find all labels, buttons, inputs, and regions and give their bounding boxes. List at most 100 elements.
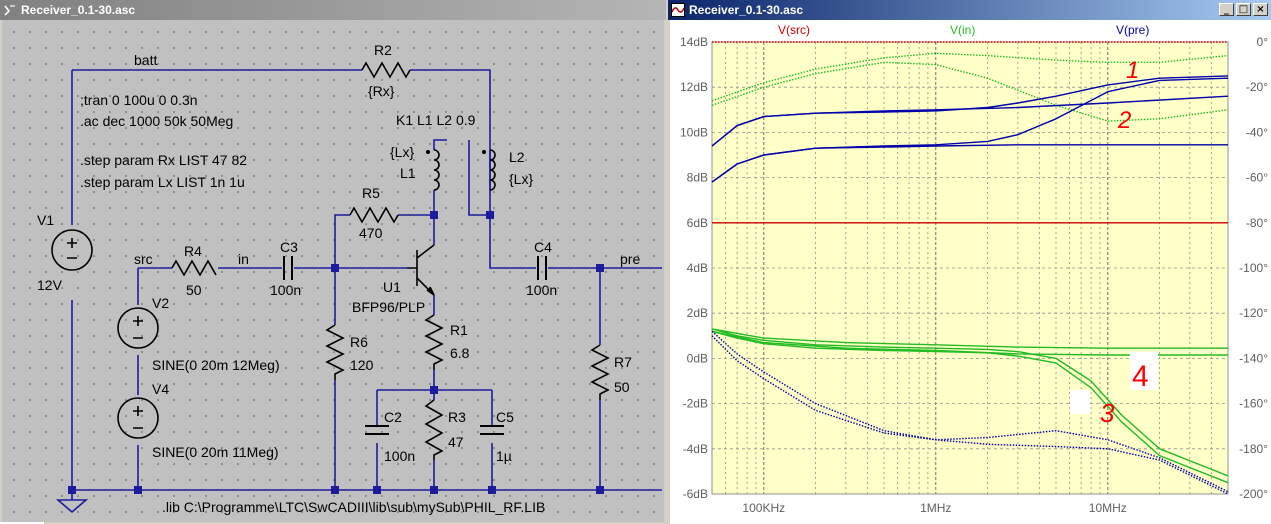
schematic-wires	[71, 69, 662, 491]
u1-value: BFP96/PLP	[352, 299, 425, 315]
annotation-3-bg	[1070, 390, 1090, 414]
capacitor-c2-symbol[interactable]	[365, 425, 389, 435]
waveform-icon	[671, 3, 685, 17]
minimize-button[interactable]: _	[1219, 3, 1234, 16]
c3-name: C3	[280, 239, 298, 255]
maximize-button[interactable]: □	[1236, 3, 1251, 16]
annotation-4: 4	[1132, 360, 1149, 393]
schematic-scrollbar[interactable]	[0, 522, 44, 524]
r4-name: R4	[184, 243, 202, 259]
l1-name: L1	[400, 165, 416, 181]
c4-name: C4	[534, 239, 552, 255]
trace-vin-phase	[711, 61, 1229, 122]
plot-titlebar[interactable]: Receiver_0.1-30.asc _ □ ×	[668, 0, 1271, 20]
l1-value: {Lx}	[390, 144, 414, 160]
resistor-r2-symbol[interactable]	[361, 61, 411, 79]
netlabel-pre: pre	[620, 251, 640, 267]
l2-value: {Lx}	[509, 171, 533, 187]
c2-name: C2	[384, 409, 402, 425]
resistor-r6-symbol[interactable]	[325, 324, 345, 380]
y-tick-label-left: 6dB	[687, 216, 708, 230]
v2-value: SINE(0 20m 12Meg)	[152, 357, 280, 373]
trace-label-src[interactable]: V(src)	[778, 23, 810, 37]
y-tick-label-right: -100°	[1239, 261, 1268, 275]
inductor-l2-symbol[interactable]	[489, 149, 496, 191]
schematic-titlebar[interactable]: Receiver_0.1-30.asc	[0, 0, 666, 20]
y-tick-label-right: -180°	[1239, 442, 1268, 456]
directive-step-lx[interactable]: .step param Lx LIST 1n 1u	[80, 174, 245, 190]
resistor-r7-symbol[interactable]	[590, 344, 610, 400]
v1-value: 12V	[37, 277, 63, 293]
x-tick-label: 1MHz	[920, 501, 951, 515]
source-v1-symbol[interactable]	[51, 229, 93, 271]
netlabel-batt: batt	[134, 52, 157, 68]
capacitor-c5-symbol[interactable]	[480, 425, 504, 435]
resistor-r5-symbol[interactable]	[349, 206, 399, 224]
capacitor-c3-symbol[interactable]	[283, 256, 293, 280]
y-tick-label-left: 10dB	[680, 125, 708, 139]
plot-grid	[711, 41, 1229, 495]
transistor-u1-symbol[interactable]	[407, 244, 435, 296]
ground-icon	[55, 490, 89, 514]
schematic-window: Receiver_0.1-30.asc	[0, 0, 666, 524]
v4-name: V4	[152, 381, 169, 397]
l1-dot	[426, 150, 430, 154]
schematic-canvas[interactable]: batt src in pre ;tran 0 100u 0 0.3n .ac …	[2, 20, 664, 522]
directive-ac[interactable]: .ac dec 1000 50k 50Meg	[80, 113, 233, 129]
v2-name: V2	[152, 295, 169, 311]
y-tick-label-left: 4dB	[687, 261, 708, 275]
y-tick-label-left: 12dB	[680, 80, 708, 94]
schematic-window-title: Receiver_0.1-30.asc	[21, 3, 136, 17]
y-axis-right-labels: 0°-20°-40°-60°-80°-100°-120°-140°-160°-1…	[1239, 35, 1268, 501]
capacitor-c4-symbol[interactable]	[537, 256, 547, 280]
schematic-document-icon	[4, 5, 15, 16]
y-tick-label-right: -140°	[1239, 351, 1268, 365]
v4-value: SINE(0 20m 11Meg)	[152, 444, 279, 460]
r7-value: 50	[614, 379, 630, 395]
r4-value: 50	[186, 282, 202, 298]
plot-traces	[711, 41, 1229, 495]
source-v4-symbol[interactable]	[117, 397, 159, 439]
trace-vpre-phase	[711, 335, 1229, 493]
resistor-r4-symbol[interactable]	[171, 259, 217, 277]
trace-vpre-magnitude	[711, 144, 1228, 183]
y-tick-label-left: 2dB	[687, 306, 708, 320]
directive-coupling[interactable]: K1 L1 L2 0.9	[396, 112, 476, 128]
trace-label-in[interactable]: V(in)	[950, 23, 975, 37]
directive-step-rx[interactable]: .step param Rx LIST 47 82	[80, 152, 247, 168]
r6-name: R6	[350, 334, 368, 350]
r2-name: R2	[374, 42, 392, 58]
netlabel-src: src	[134, 251, 153, 267]
r6-value: 120	[350, 357, 374, 373]
bode-plot[interactable]: 14dB12dB10dB8dB6dB4dB2dB0dB-2dB-4dB-6dB …	[670, 20, 1271, 524]
c3-value: 100n	[270, 282, 301, 298]
close-button[interactable]: ×	[1253, 3, 1268, 16]
resistor-r3-symbol[interactable]	[424, 399, 444, 460]
x-tick-label: 10MHz	[1089, 501, 1127, 515]
plot-window-title: Receiver_0.1-30.asc	[689, 3, 804, 17]
r5-name: R5	[362, 185, 380, 201]
inductor-l1-symbol[interactable]	[433, 149, 440, 191]
trace-vin-magnitude	[711, 328, 1229, 477]
r3-value: 47	[448, 434, 464, 450]
y-tick-label-right: -20°	[1246, 80, 1268, 94]
directive-lib[interactable]: .lib C:\Programme\LTC\SwCADIII\lib\sub\m…	[162, 499, 545, 515]
resistor-r1-symbol[interactable]	[424, 314, 444, 370]
netlabel-in: in	[238, 251, 249, 267]
y-tick-label-left: -2dB	[683, 397, 708, 411]
y-tick-label-right: -60°	[1246, 171, 1268, 185]
r5-value: 470	[359, 225, 383, 241]
y-tick-label-right: -120°	[1239, 306, 1268, 320]
y-tick-label-left: 0dB	[687, 351, 708, 365]
l2-dot	[482, 150, 486, 154]
r3-name: R3	[448, 409, 466, 425]
trace-vin-magnitude	[711, 328, 1228, 349]
source-v2-symbol[interactable]	[117, 307, 159, 349]
r1-value: 6.8	[450, 345, 470, 361]
trace-label-pre[interactable]: V(pre)	[1116, 23, 1149, 37]
directive-tran[interactable]: ;tran 0 100u 0 0.3n	[80, 92, 198, 108]
schematic-drawing[interactable]: batt src in pre ;tran 0 100u 0 0.3n .ac …	[2, 20, 664, 522]
